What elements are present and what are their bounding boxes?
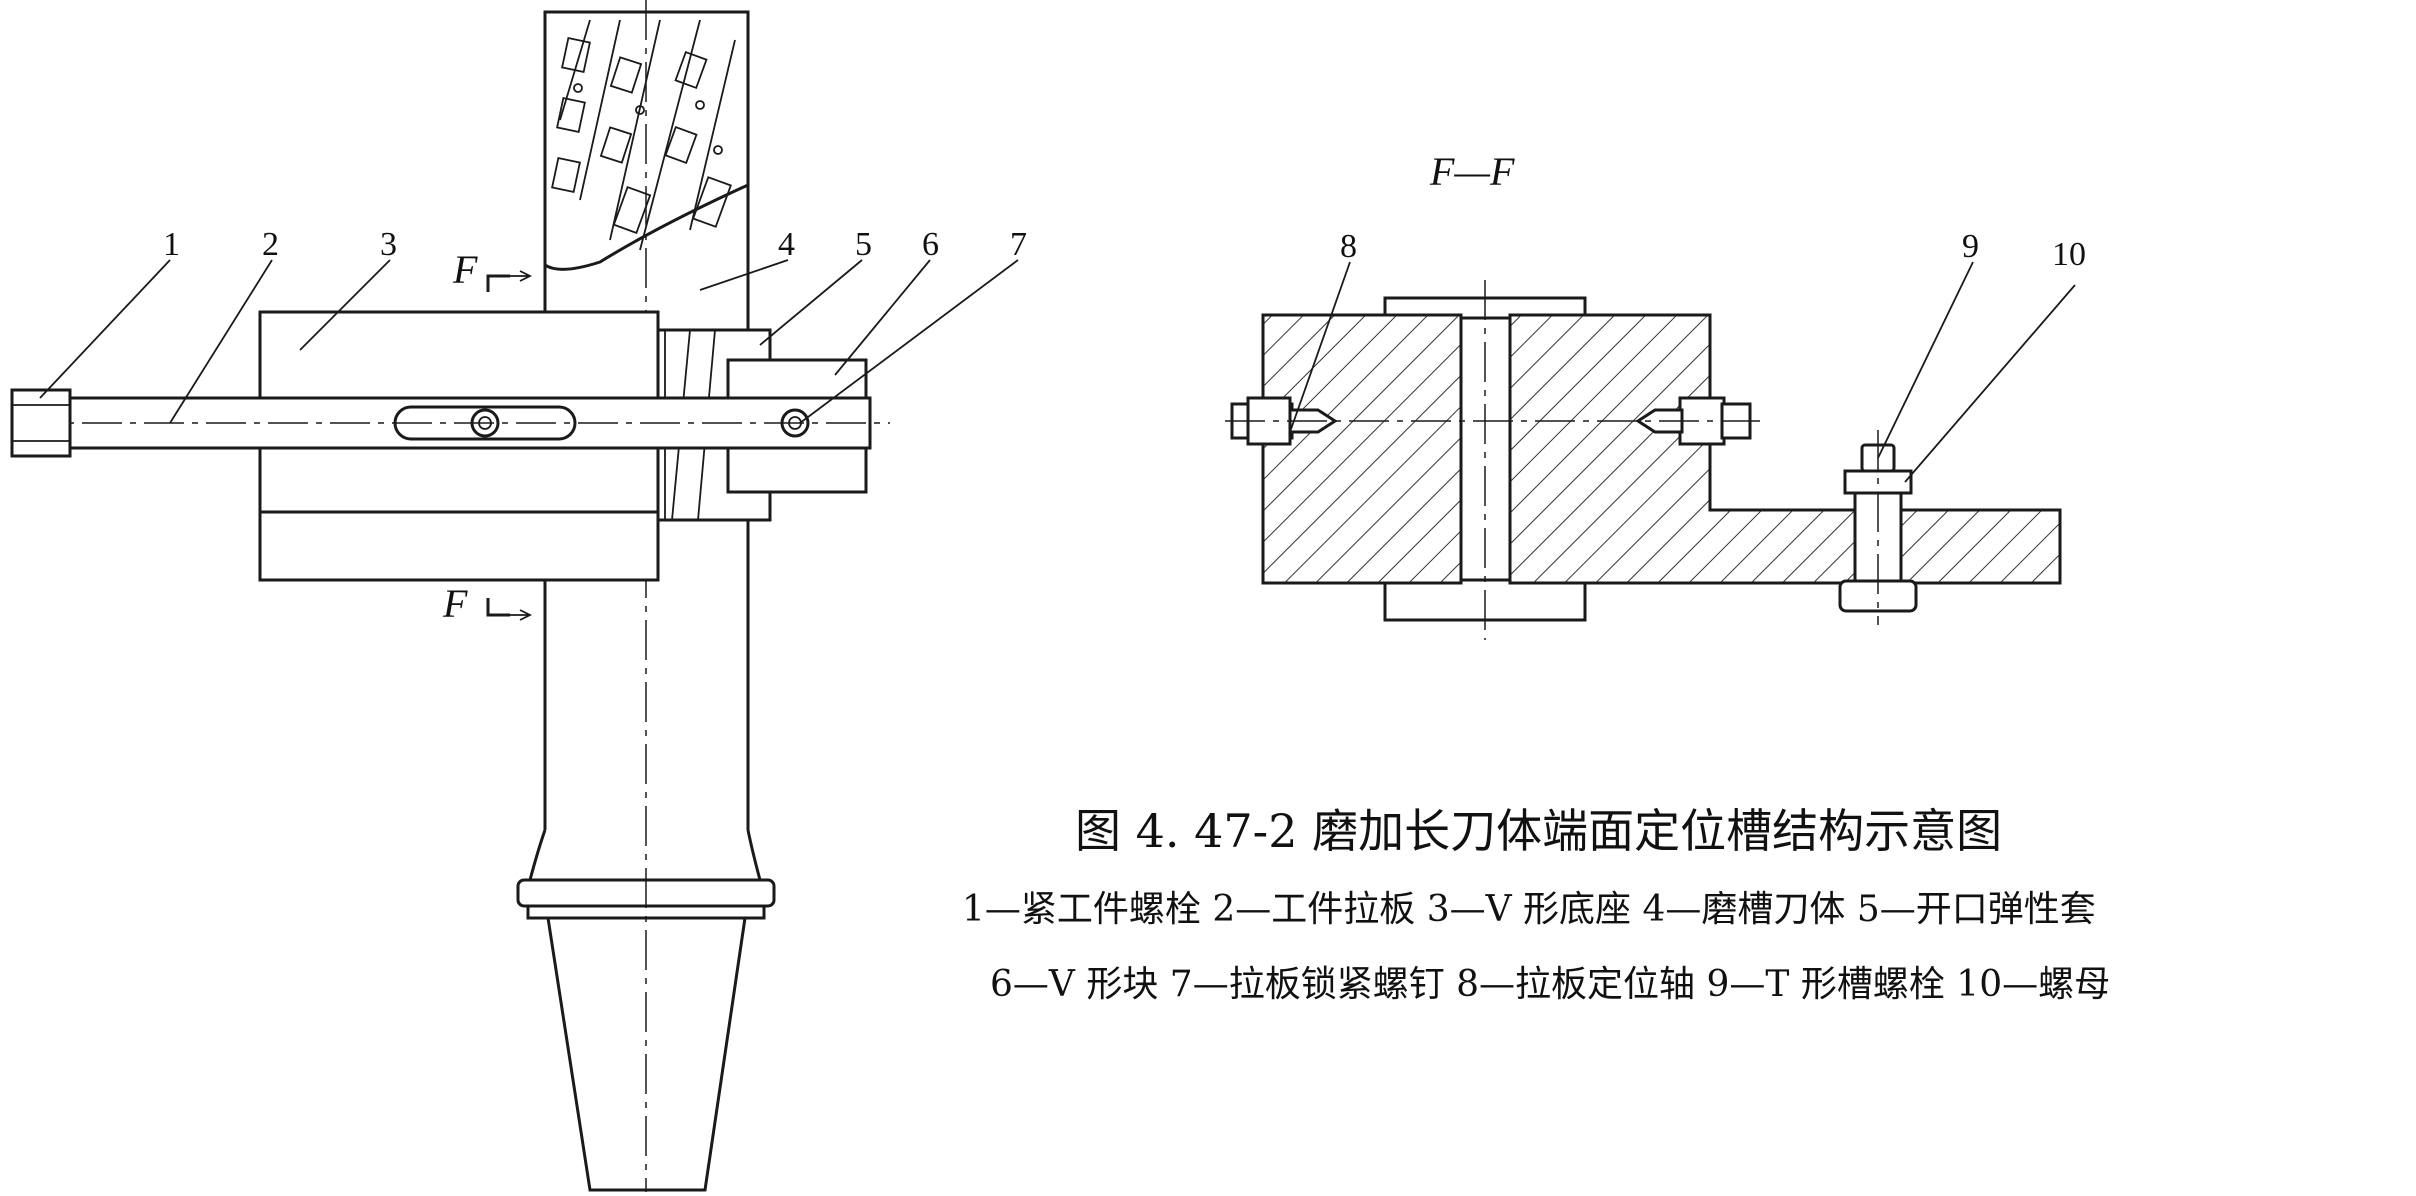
section-view-ff: F—F 8 9 10	[1225, 149, 2086, 640]
section-marker-top-bracket	[486, 274, 510, 292]
main-elevation-view: F F 1 2 3 4 5 6 7	[10, 0, 1027, 1192]
callout-5: 5	[855, 226, 872, 263]
legend-line-1: 1—紧工件螺栓 2—工件拉板 3—V 形底座 4—磨槽刀体 5—开口弹性套	[962, 889, 2096, 930]
legend-line-2: 6—V 形块 7—拉板锁紧螺钉 8—拉板定位轴 9—T 形槽螺栓 10—螺母	[990, 964, 2111, 1005]
callout-1: 1	[163, 226, 180, 263]
slot-screw	[470, 408, 500, 438]
callout-2: 2	[262, 226, 279, 263]
pull-plate-slot	[393, 405, 577, 441]
callouts-left: 1 2 3 4 5 6 7	[39, 226, 1027, 424]
callout-9: 9	[1962, 228, 1979, 265]
section-right-block	[1508, 313, 2062, 585]
callout-10: 10	[2052, 236, 2086, 273]
callout-7: 7	[1010, 226, 1027, 263]
callout-6: 6	[922, 226, 939, 263]
clamp-bolt-head	[10, 388, 72, 458]
lock-screw	[780, 408, 810, 438]
cutter-head	[543, 10, 750, 271]
callout-4: 4	[778, 226, 795, 263]
section-view-label: F—F	[1429, 149, 1515, 194]
section-letter-top: F	[452, 247, 478, 292]
callout-8: 8	[1340, 228, 1357, 265]
section-letter-bottom: F	[442, 581, 468, 626]
section-marker-bottom-bracket	[486, 598, 510, 617]
callout-3: 3	[380, 226, 397, 263]
figure-caption: 图 4. 47-2 磨加长刀体端面定位槽结构示意图	[1075, 804, 2003, 858]
section-left-block	[1261, 313, 1463, 585]
